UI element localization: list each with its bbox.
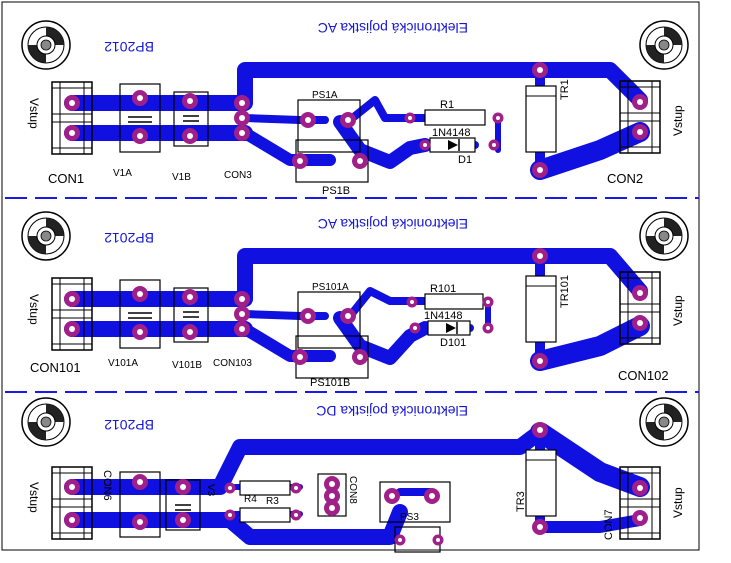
component-label: R4 [244, 494, 257, 505]
terminal-text: Vstup [671, 105, 685, 136]
board-mark: BP2012 [104, 230, 154, 246]
component-label: 1N4148 [432, 127, 471, 139]
connector-label: CON6 [101, 470, 113, 501]
component-label: V101A [108, 358, 138, 369]
connector-label: CON102 [618, 368, 669, 383]
board-mark: BP2012 [104, 39, 154, 55]
panel-title: Elektronická pojistka AC [318, 216, 468, 232]
terminal-text: Vstup [671, 487, 685, 518]
component-label: CON8 [347, 476, 358, 504]
component-label: D101 [440, 337, 466, 349]
component-label: V1A [113, 168, 132, 179]
connector-label: CON2 [607, 171, 643, 186]
terminal-text: Vstup [27, 98, 41, 129]
panel-title: Elektronická pojistka AC [318, 20, 468, 36]
component-label: V101B [172, 360, 202, 371]
component-label: PS1B [322, 185, 350, 197]
terminal-text: Vstup [671, 295, 685, 326]
component-label: PS101B [310, 377, 350, 389]
component-label: R1 [440, 99, 454, 111]
component-label: CON3 [224, 170, 252, 181]
connector-label: CON7 [603, 509, 615, 540]
component-label: D1 [458, 154, 472, 166]
component-label: V1B [172, 172, 191, 183]
board-mark: BP2012 [104, 417, 154, 433]
connector-label: CON1 [48, 171, 84, 186]
connector-label: CON101 [30, 360, 81, 375]
terminal-text: Vstup [27, 294, 41, 325]
component-label: R101 [430, 283, 456, 295]
component-label: R3 [266, 496, 279, 507]
component-label: PS101A [312, 282, 349, 293]
component-label: TR3 [515, 491, 527, 512]
component-label: TR1 [559, 79, 571, 100]
panel-1: Elektronická pojistka AC BP2012 CON1 CON… [21, 20, 689, 197]
terminal-text: Vstup [27, 482, 41, 513]
component-label: PS3 [400, 512, 419, 523]
component-label: 1N4148 [424, 310, 463, 322]
component-label: CON103 [213, 358, 252, 369]
panel-title: Elektronická pojistka DC [316, 403, 468, 419]
component-label: V3 [205, 484, 216, 497]
component-label: PS1A [312, 90, 338, 101]
panel-3: Elektronická pojistka DC BP2012 CON6 CON… [21, 397, 689, 553]
component-label: TR101 [559, 275, 571, 308]
panel-2: Elektronická pojistka AC BP2012 CON101 C… [21, 211, 689, 389]
